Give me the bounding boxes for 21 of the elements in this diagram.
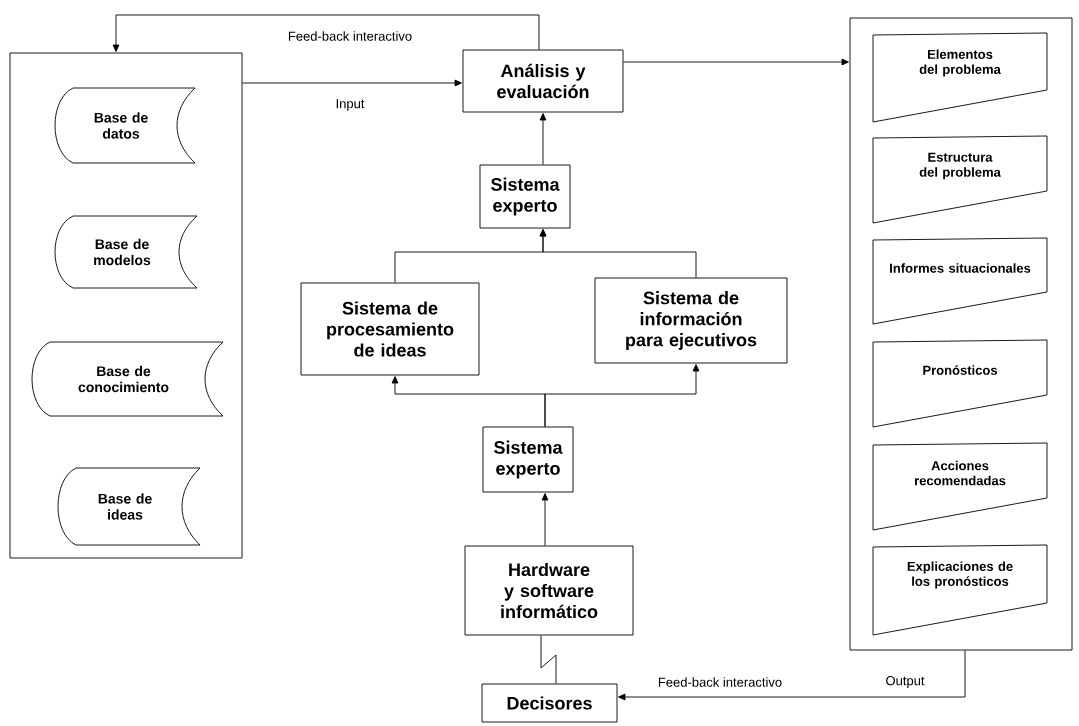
arrow bbox=[112, 14, 540, 52]
edge-label: Feed-back interactivo bbox=[656, 676, 784, 688]
arrow bbox=[242, 79, 462, 87]
process-box: Sistema de información para ejecutivos bbox=[594, 277, 788, 364]
process-box: Sistema experto bbox=[479, 164, 571, 229]
output-label: Output bbox=[884, 675, 926, 689]
process-box: Hardware y software informático bbox=[464, 545, 634, 636]
arrow bbox=[541, 493, 549, 546]
edge-label: Input bbox=[334, 98, 366, 112]
panel bbox=[9, 52, 243, 559]
arrow bbox=[544, 364, 700, 427]
process-box: Análisis y evaluación bbox=[462, 49, 624, 113]
arrow bbox=[539, 229, 697, 278]
panel bbox=[849, 17, 1073, 651]
arrow bbox=[539, 113, 547, 165]
arrow bbox=[618, 650, 966, 701]
process-box: Sistema experto bbox=[482, 426, 574, 493]
process-box: Sistema de procesamiento de ideas bbox=[300, 282, 480, 376]
edge-label: Feed-back interactivo bbox=[286, 30, 414, 42]
arrow bbox=[623, 58, 849, 66]
process-box: Decisores bbox=[481, 683, 618, 723]
